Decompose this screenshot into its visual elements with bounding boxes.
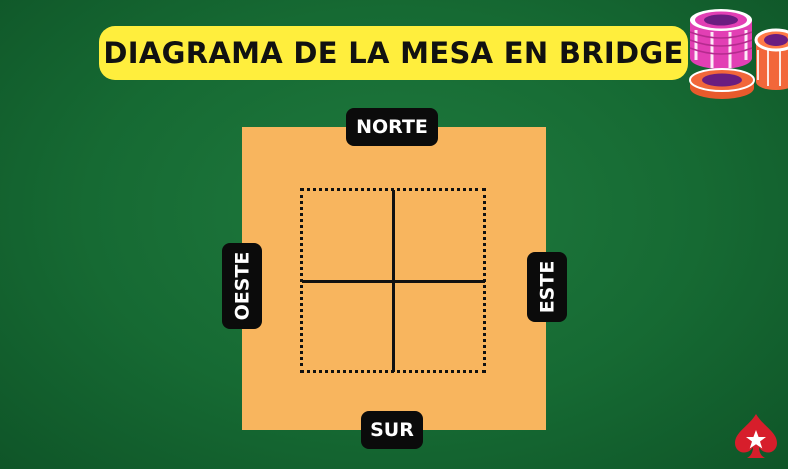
seat-west-text: OESTE	[231, 251, 254, 321]
horizontal-divider	[302, 280, 485, 283]
seat-east-label: ESTE	[527, 252, 567, 322]
poker-chip-stacks-icon	[689, 9, 788, 99]
seat-south-text: SUR	[370, 419, 414, 441]
title-banner: DIAGRAMA DE LA MESA EN BRIDGE	[99, 26, 688, 80]
pokerstars-logo-icon	[735, 414, 777, 458]
seat-north-text: NORTE	[356, 116, 428, 138]
diagram-title: DIAGRAMA DE LA MESA EN BRIDGE	[103, 36, 684, 70]
seat-west-label: OESTE	[222, 243, 262, 329]
seat-east-text: ESTE	[536, 260, 559, 314]
seat-north-label: NORTE	[346, 108, 438, 146]
seat-south-label: SUR	[361, 411, 423, 449]
